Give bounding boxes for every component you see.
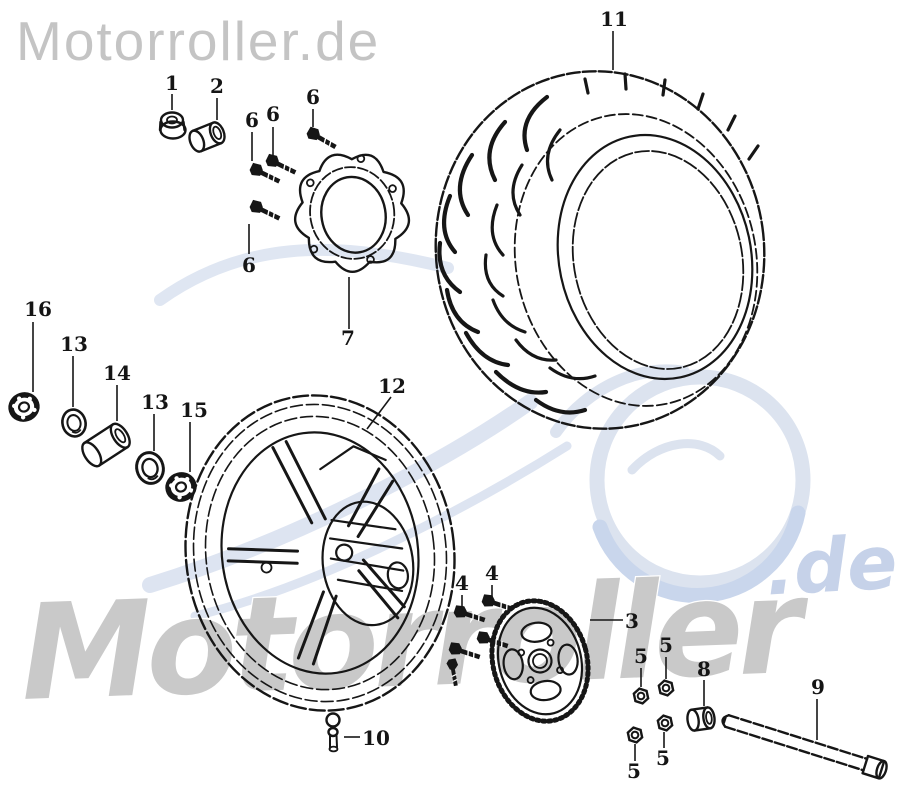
callout-5-nut-c: 5: [627, 759, 641, 783]
callout-16-bearing: 16: [24, 297, 52, 321]
watermark-header-text: Motorroller.de: [16, 10, 380, 72]
callout-6-disc-bolt-b: 6: [266, 102, 280, 126]
callout-1-axle-nut: 1: [165, 71, 179, 95]
callout-4-bolt-b: 4: [485, 561, 499, 585]
callout-7-brake-disc: 7: [341, 326, 355, 350]
callout-6-disc-bolt-d: 6: [242, 253, 256, 277]
callout-6-disc-bolt-c: 6: [306, 85, 320, 109]
callout-10-valve: 10: [362, 726, 390, 750]
tire-tread-inner: [483, 72, 760, 381]
disc-bolt: [306, 126, 339, 151]
axle-spacer-part: [686, 706, 716, 732]
watermark-de-text: .de: [764, 520, 900, 613]
wheel-hub: [260, 445, 415, 627]
spacer-tube-part-14: [81, 422, 131, 468]
watermark-big-text: Motorroller: [18, 550, 812, 731]
watermark-layer: Motorroller.de Motorroller .de: [16, 10, 900, 732]
wheel-spokes: [226, 440, 406, 666]
callout-5-nut-d: 5: [656, 746, 670, 770]
axle-nut-part: [158, 111, 187, 140]
disc-bolt: [265, 153, 298, 177]
callouts-layer: 1 2 6 6 6 6 7 11 16 13 14 13 15 12 3 4 4…: [24, 7, 825, 783]
callout-5-nut-a: 5: [634, 644, 648, 668]
seal-part-13b: [131, 448, 169, 488]
bearing-part-16: [8, 392, 40, 423]
watermark-swoosh-graphic: [142, 243, 811, 621]
tire-part: [434, 70, 766, 430]
callout-9-axle: 9: [811, 675, 825, 699]
tire-tread-pattern: [437, 94, 588, 415]
callout-6-disc-bolt-a: 6: [245, 108, 259, 132]
axle-part: [721, 714, 888, 780]
seal-part-13a: [58, 405, 90, 441]
callout-13-seal-b: 13: [141, 390, 169, 414]
callout-3-sprocket: 3: [625, 609, 639, 633]
spacer-bushing-part: [188, 121, 226, 153]
nut-part: [625, 725, 645, 745]
callout-4-bolt-a: 4: [455, 571, 469, 595]
wheel-rim-part: [184, 394, 456, 712]
leader-lines: [32, 31, 818, 761]
callout-2-bushing: 2: [210, 74, 224, 98]
callout-8-axle-spacer: 8: [697, 657, 711, 681]
callout-12-wheel-rim: 12: [378, 374, 406, 398]
brake-disc-part: [294, 153, 411, 274]
callout-15-bearing: 15: [180, 398, 208, 422]
callout-5-nut-b: 5: [659, 633, 673, 657]
disc-bolts-group: [249, 126, 338, 223]
valve-part: [325, 712, 341, 753]
callout-11-tire: 11: [600, 7, 628, 31]
callout-13-seal-a: 13: [60, 332, 88, 356]
sprocket-part: [489, 598, 591, 724]
nut-part: [655, 713, 675, 733]
callout-14-spacer-tube: 14: [103, 361, 131, 385]
disc-bolt: [249, 199, 282, 223]
